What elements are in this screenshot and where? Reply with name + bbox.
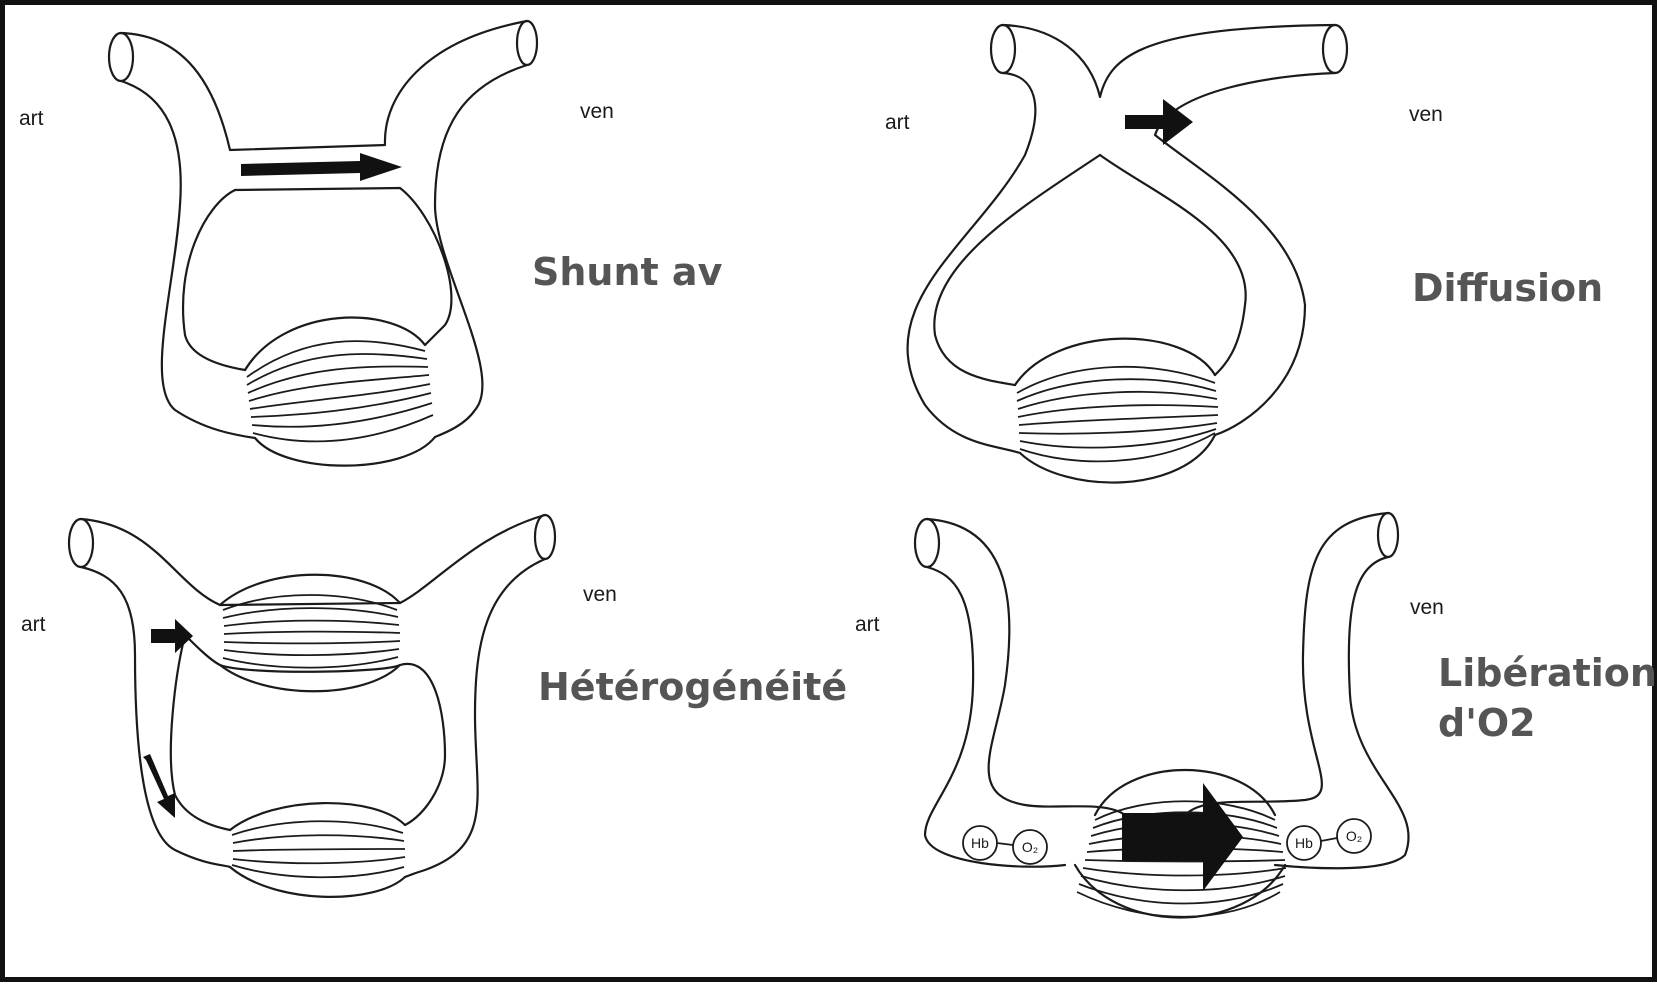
shunt-vein-label: ven bbox=[580, 100, 614, 124]
heterogeneity-title: Hétérogénéité bbox=[538, 662, 847, 712]
shunt-artery-label: art bbox=[19, 107, 44, 131]
panel-shunt: art ven Shunt av bbox=[5, 5, 825, 495]
release-o2-right: O₂ bbox=[1346, 828, 1362, 844]
shunt-flow-arrow bbox=[241, 153, 402, 181]
release-artery-label: art bbox=[855, 613, 880, 637]
heterogeneity-artery-label: art bbox=[21, 613, 46, 637]
shunt-title: Shunt av bbox=[532, 247, 722, 297]
diffusion-vessel-diagram bbox=[825, 5, 1657, 495]
panel-release: Hb O₂ Hb O₂ art ven Libération d'O2 bbox=[825, 495, 1657, 987]
diffusion-artery-label: art bbox=[885, 111, 910, 135]
panel-heterogeneity: art ven Hétérogénéité bbox=[5, 495, 825, 987]
diffusion-title: Diffusion bbox=[1412, 263, 1603, 313]
diffusion-capillary-bed bbox=[1015, 339, 1218, 483]
release-title-line1: Libération bbox=[1438, 648, 1657, 698]
release-title-line2: d'O2 bbox=[1438, 698, 1657, 748]
release-title: Libération d'O2 bbox=[1438, 648, 1657, 748]
shunt-capillary-bed bbox=[245, 318, 435, 466]
release-molecule-right: Hb O₂ bbox=[1287, 819, 1371, 860]
release-molecule-left: Hb O₂ bbox=[963, 826, 1047, 864]
release-hb-right: Hb bbox=[1295, 835, 1313, 851]
heterogeneity-vein-label: ven bbox=[583, 583, 617, 607]
diffusion-vein-label: ven bbox=[1409, 103, 1443, 127]
panel-diffusion: art ven Diffusion bbox=[825, 5, 1657, 495]
heterogeneity-vessel-diagram bbox=[5, 495, 825, 987]
release-o2-left: O₂ bbox=[1022, 839, 1038, 855]
heterogeneity-upper-capillary-bed bbox=[220, 575, 400, 692]
heterogeneity-upper-arrow bbox=[151, 619, 193, 653]
release-hb-left: Hb bbox=[971, 835, 989, 851]
heterogeneity-lower-capillary-bed bbox=[230, 803, 405, 897]
release-vein-label: ven bbox=[1410, 596, 1444, 620]
